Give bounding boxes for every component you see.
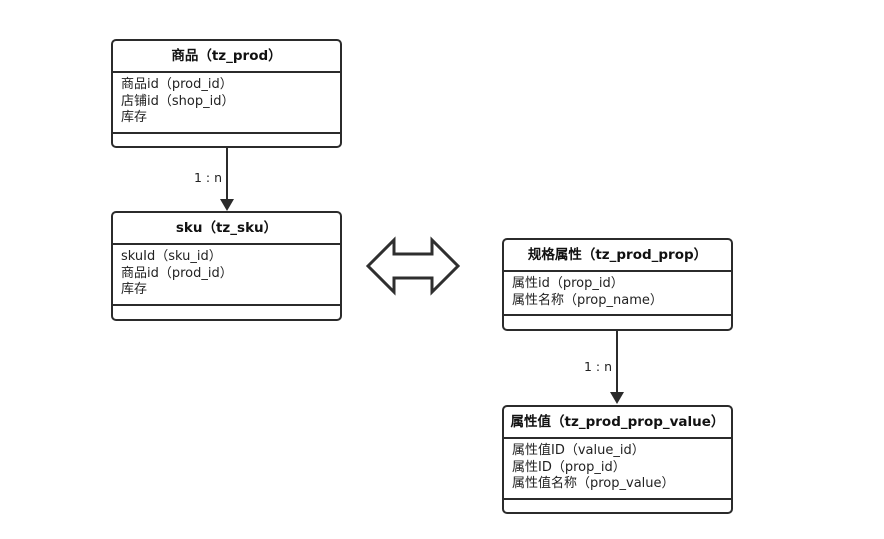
entity-tz-prod-prop-value[interactable]: 属性值（tz_prod_prop_value） 属性值ID（value_id） … xyxy=(502,405,733,514)
entity-title-tz-prod-prop: 规格属性（tz_prod_prop） xyxy=(504,240,731,273)
relation-arrowhead xyxy=(610,392,624,404)
entity-tz-prod[interactable]: 商品（tz_prod） 商品id（prod_id） 店铺id（shop_id） … xyxy=(111,39,342,148)
entity-footer-tz-prod-prop xyxy=(504,316,731,329)
entity-tz-sku[interactable]: sku（tz_sku） skuId（sku_id） 商品id（prod_id） … xyxy=(111,211,342,321)
entity-attributes-tz-prod: 商品id（prod_id） 店铺id（shop_id） 库存 xyxy=(113,73,340,134)
attribute-row: skuId（sku_id） xyxy=(121,249,222,265)
relation-label: 1 : n xyxy=(193,170,222,185)
entity-tz-prod-prop[interactable]: 规格属性（tz_prod_prop） 属性id（prop_id） 属性名称（pr… xyxy=(502,238,733,331)
relation-arrowhead xyxy=(220,199,234,211)
attribute-row: 库存 xyxy=(121,110,148,126)
attribute-row: 属性id（prop_id） xyxy=(512,276,624,292)
attribute-row: 库存 xyxy=(121,282,148,298)
attribute-row: 商品id（prod_id） xyxy=(121,265,233,281)
relation-prod-to-sku: 1 : n xyxy=(194,148,234,212)
entity-attributes-tz-prod-prop-value: 属性值ID（value_id） 属性ID（prop_id） 属性值名称（prop… xyxy=(504,439,731,500)
attribute-row: 店铺id（shop_id） xyxy=(121,93,235,109)
relation-label: 1 : n xyxy=(583,359,612,374)
entity-footer-tz-prod-prop-value xyxy=(504,500,731,512)
entity-title-tz-prod: 商品（tz_prod） xyxy=(113,41,340,74)
entity-title-tz-prod-prop-value: 属性值（tz_prod_prop_value） xyxy=(504,407,731,440)
double-headed-arrow-icon xyxy=(366,236,460,296)
entity-title-tz-sku: sku（tz_sku） xyxy=(113,213,340,246)
attribute-row: 属性值名称（prop_value） xyxy=(512,476,675,492)
entity-attributes-tz-prod-prop: 属性id（prop_id） 属性名称（prop_name） xyxy=(504,272,731,317)
relation-line xyxy=(616,331,618,393)
relation-prop-to-prop-value: 1 : n xyxy=(584,331,624,406)
entity-footer-tz-prod xyxy=(113,134,340,146)
attribute-row: 属性名称（prop_name） xyxy=(512,292,663,308)
entity-footer-tz-sku xyxy=(113,306,340,319)
attribute-row: 属性值ID（value_id） xyxy=(512,443,645,459)
entity-attributes-tz-sku: skuId（sku_id） 商品id（prod_id） 库存 xyxy=(113,245,340,306)
relation-line xyxy=(226,148,228,200)
attribute-row: 属性ID（prop_id） xyxy=(512,459,626,475)
attribute-row: 商品id（prod_id） xyxy=(121,77,233,93)
